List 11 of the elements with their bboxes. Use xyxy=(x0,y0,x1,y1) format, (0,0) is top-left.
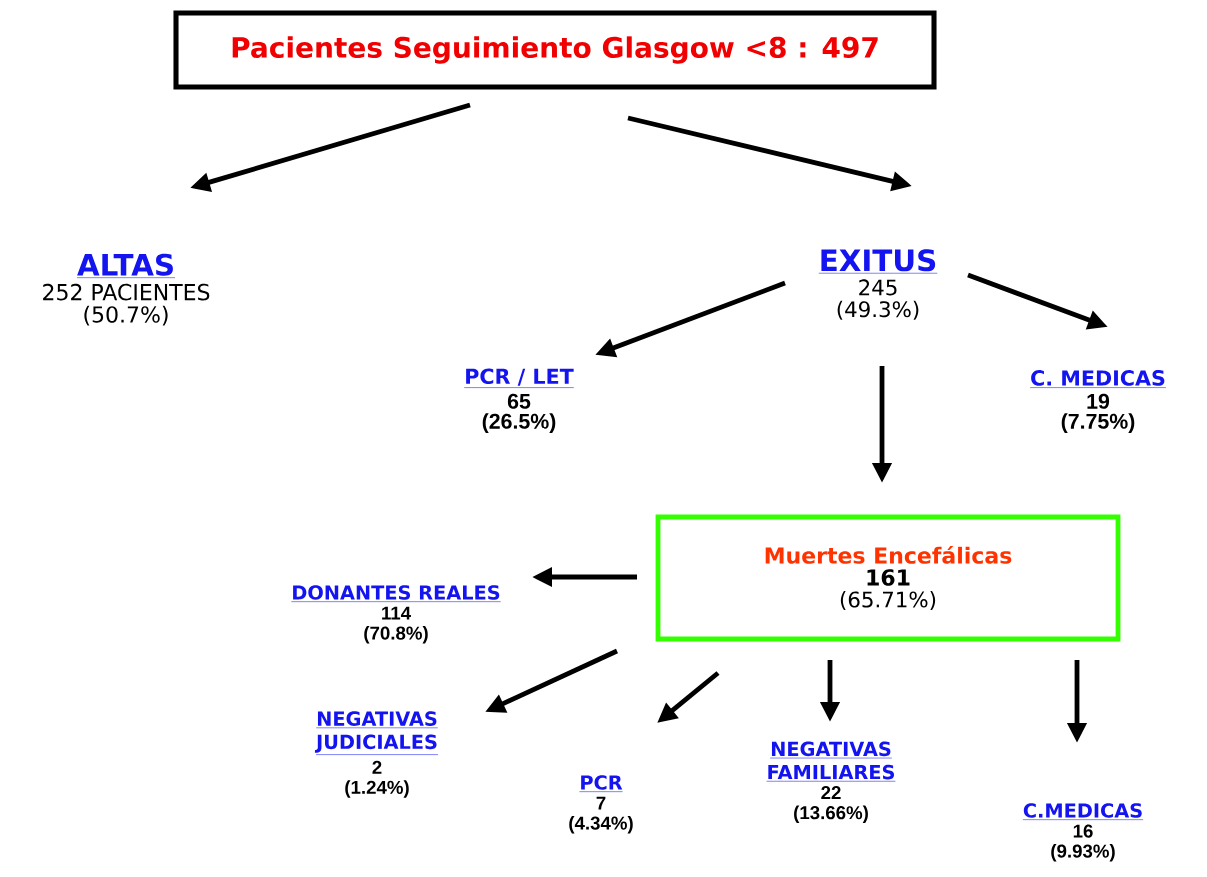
count-label: NEGATIVAS FAMILIARES 22 (13.66%) xyxy=(766,741,896,823)
count-label: NEGATIVAS JUDICIALES 2 (1.24%) xyxy=(314,711,439,798)
count-label: ALTAS 252 PACIENTES (50.7%) xyxy=(43,253,210,326)
count-label: PCR 7 (4.34%) xyxy=(569,775,633,834)
count-label: PCR / LET 65 (26.5%) xyxy=(463,368,575,434)
count-label: C.MEDICAS 16 (9.93%) xyxy=(1022,803,1144,862)
process-box: Muertes Encefálicas 161 (65.71%) xyxy=(655,514,1121,642)
title-box: Pacientes Seguimiento Glasgow <8 : 497 xyxy=(173,10,937,90)
count-label: C. MEDICAS 19 (7.75%) xyxy=(1029,370,1167,434)
count-label: DONANTES REALES 114 (70.8%) xyxy=(291,585,501,644)
count-label: EXITUS 245 (49.3%) xyxy=(818,249,938,320)
